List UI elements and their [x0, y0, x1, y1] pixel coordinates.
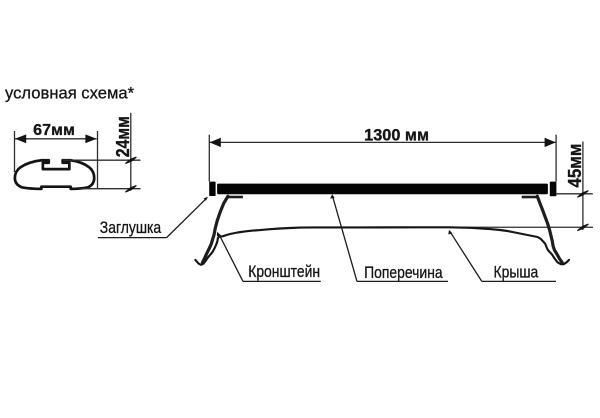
svg-text:Кронштейн: Кронштейн: [248, 263, 320, 282]
svg-text:Поперечина: Поперечина: [364, 264, 443, 283]
svg-text:условная схема*: условная схема*: [5, 84, 135, 103]
svg-text:45мм: 45мм: [564, 144, 585, 188]
svg-text:Крыша: Крыша: [494, 263, 539, 282]
svg-text:1300 мм: 1300 мм: [364, 126, 429, 144]
svg-text:67мм: 67мм: [33, 121, 75, 139]
svg-text:24мм: 24мм: [112, 116, 134, 157]
svg-text:Заглушка: Заглушка: [100, 219, 162, 238]
